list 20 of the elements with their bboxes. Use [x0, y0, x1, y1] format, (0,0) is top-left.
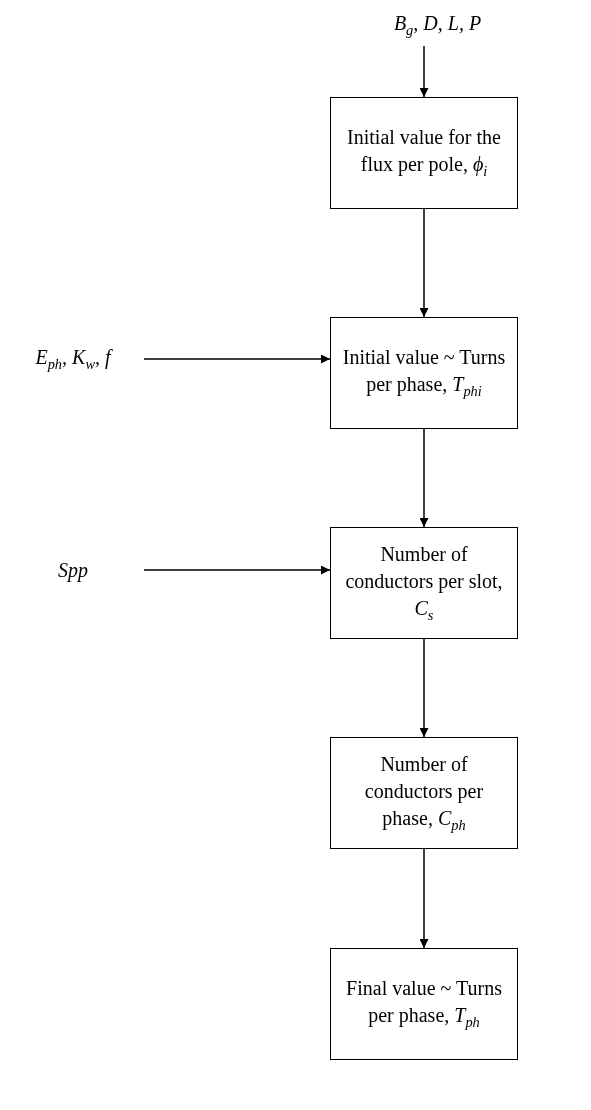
process-box — [330, 527, 518, 639]
arrow — [419, 208, 429, 318]
arrow — [419, 45, 429, 98]
arrow — [143, 565, 331, 575]
arrow — [143, 354, 331, 364]
process-box — [330, 948, 518, 1060]
input-variables-label: E$_{ph}$, K$_{w}$, f — [35, 344, 111, 374]
process-box — [330, 97, 518, 209]
arrow — [419, 848, 429, 949]
process-text: Initial value ~ Turns per phase, T$_{phi}$ — [341, 345, 507, 402]
process-text: Final value ~ Turns per phase, T$_{ph}$ — [345, 976, 503, 1033]
process-text: Initial value for the flux per pole, ϕ$_{i}$ — [346, 125, 502, 182]
input-variables-label: B$_{g}$, D, L, P — [393, 10, 482, 40]
input-variables-label: Spp — [58, 557, 88, 584]
process-box — [330, 317, 518, 429]
process-text: Number of conductors per slot, C$_{s}$ — [344, 541, 504, 625]
arrow — [419, 428, 429, 528]
process-text: Number of conductors per phase, C$_{ph}$ — [363, 751, 485, 835]
arrow — [419, 638, 429, 738]
process-box — [330, 737, 518, 849]
